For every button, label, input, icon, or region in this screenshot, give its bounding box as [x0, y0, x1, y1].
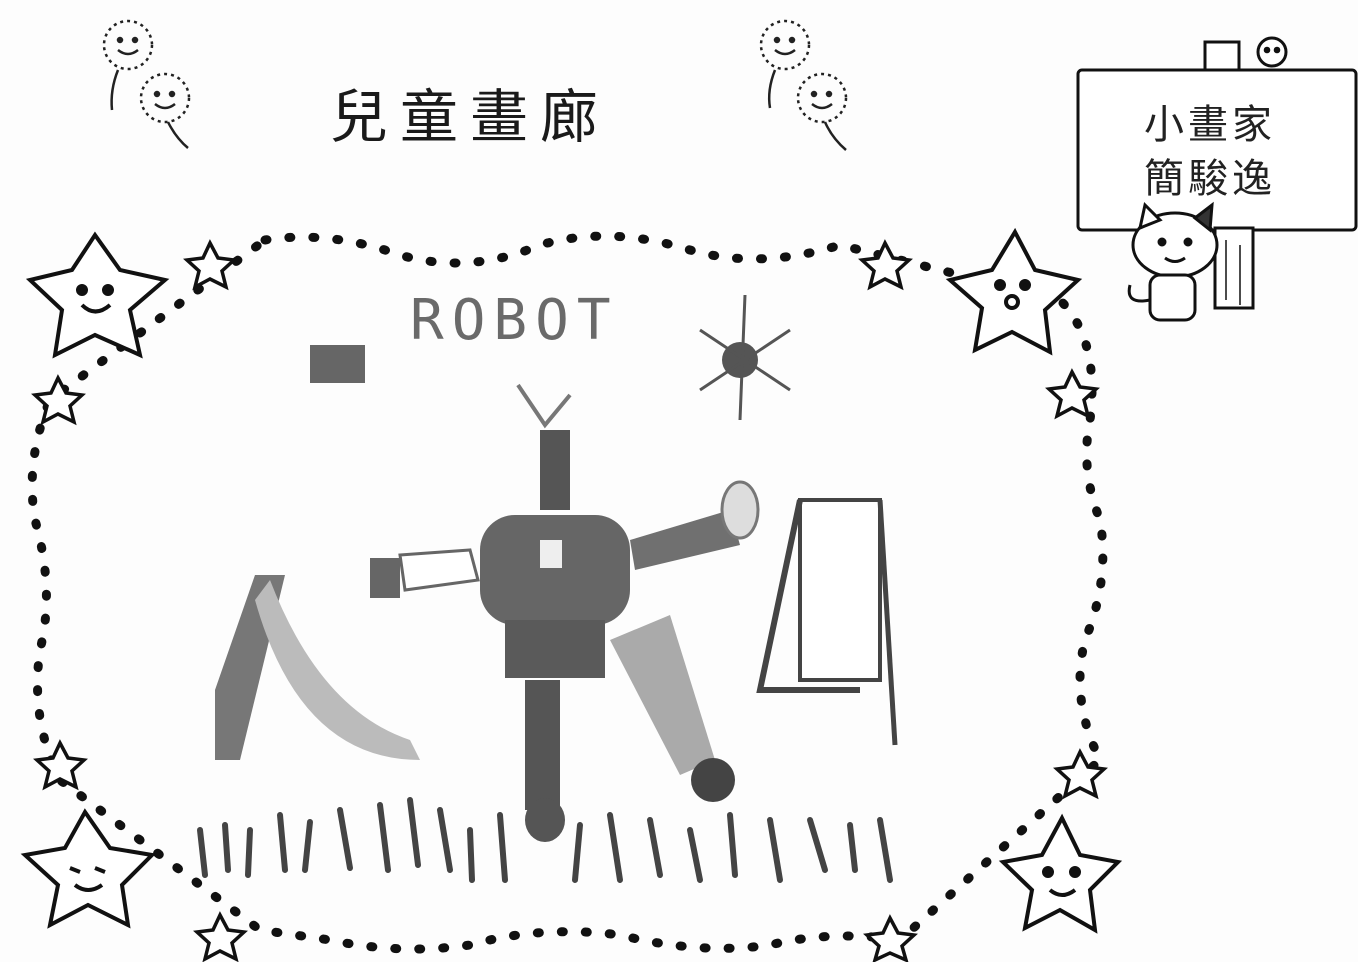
- drawing-caption: ROBOT: [410, 288, 619, 353]
- artist-sign: 小畫家 簡駿逸: [1120, 98, 1300, 206]
- star-character-icon: [25, 231, 170, 359]
- star-character-icon: [945, 227, 1083, 356]
- robot-drawing: [197, 294, 898, 883]
- star-character-icon: [998, 813, 1123, 934]
- cat-icon: [1127, 201, 1219, 322]
- sign-board-icon: [1076, 36, 1358, 310]
- artist-label: 小畫家: [1144, 102, 1276, 148]
- page-title: 兒童畫廊: [330, 83, 611, 151]
- star-character-icon: [20, 808, 157, 929]
- dandelion-smile-icon: [102, 19, 191, 149]
- artist-name: 簡駿逸: [1144, 156, 1276, 202]
- small-star-icon: [31, 239, 1108, 962]
- dandelion-smile-icon: [759, 19, 848, 151]
